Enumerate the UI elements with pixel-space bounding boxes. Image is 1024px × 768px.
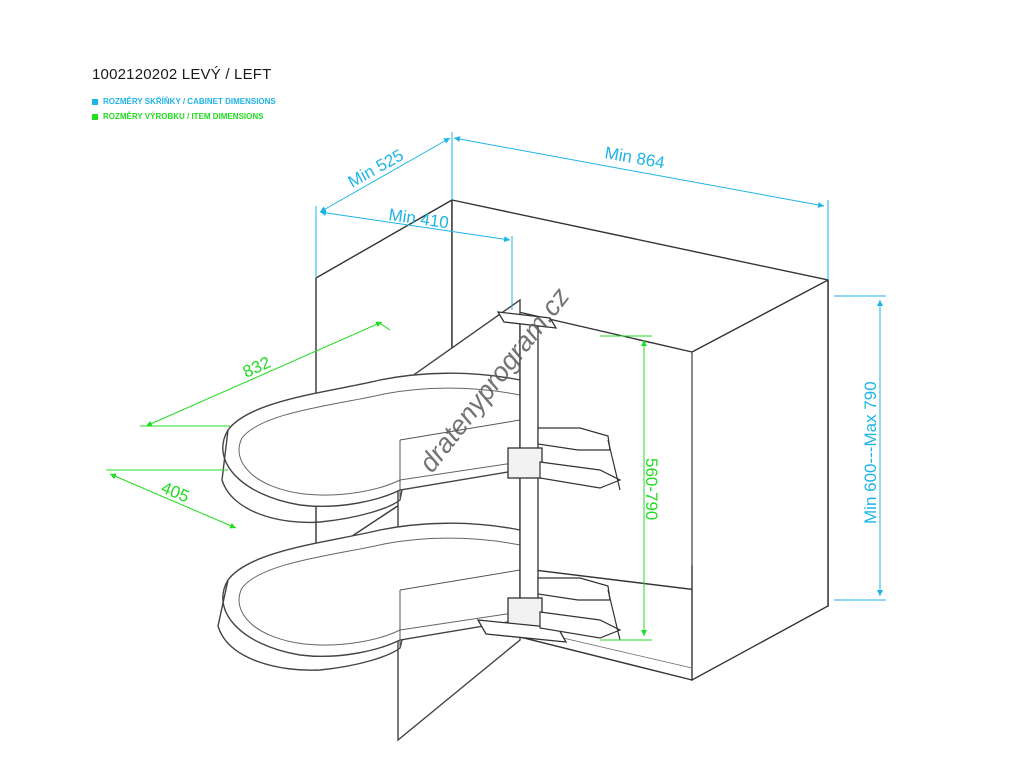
hinge-brackets bbox=[537, 427, 622, 641]
dim-line-405 bbox=[109, 473, 237, 529]
dim-line-min-864 bbox=[453, 136, 825, 208]
legend-cabinet-dimensions: ROZMĚRY SKŘÍŇKY / CABINET DIMENSIONS bbox=[92, 97, 276, 106]
legend-item-label: ROZMĚRY VÝROBKU / ITEM DIMENSIONS bbox=[103, 112, 264, 121]
item-dimensions bbox=[106, 321, 652, 641]
label-height-range: Min 600---Max 790 bbox=[861, 381, 880, 524]
legend-item-swatch bbox=[92, 113, 98, 120]
label-560-790: 560-790 bbox=[642, 458, 661, 520]
cabinet-right-panel bbox=[691, 278, 829, 682]
central-pole bbox=[476, 311, 568, 643]
label-min-864: Min 864 bbox=[603, 143, 666, 172]
lower-basket bbox=[217, 522, 521, 671]
dim-line-min-525 bbox=[319, 137, 451, 213]
legend-item-dimensions: ROZMĚRY VÝROBKU / ITEM DIMENSIONS bbox=[92, 112, 263, 121]
legend-cabinet-label: ROZMĚRY SKŘÍŇKY / CABINET DIMENSIONS bbox=[103, 97, 276, 106]
dim-line-832 bbox=[145, 321, 383, 427]
label-min-525: Min 525 bbox=[345, 146, 407, 192]
dim-line-min-410 bbox=[319, 209, 511, 243]
legend-cabinet-swatch bbox=[92, 98, 98, 105]
label-832: 832 bbox=[240, 353, 274, 382]
label-405: 405 bbox=[159, 478, 192, 506]
page-title: 1002120202 LEVÝ / LEFT bbox=[92, 66, 272, 83]
cabinet-dimensions bbox=[315, 132, 886, 601]
